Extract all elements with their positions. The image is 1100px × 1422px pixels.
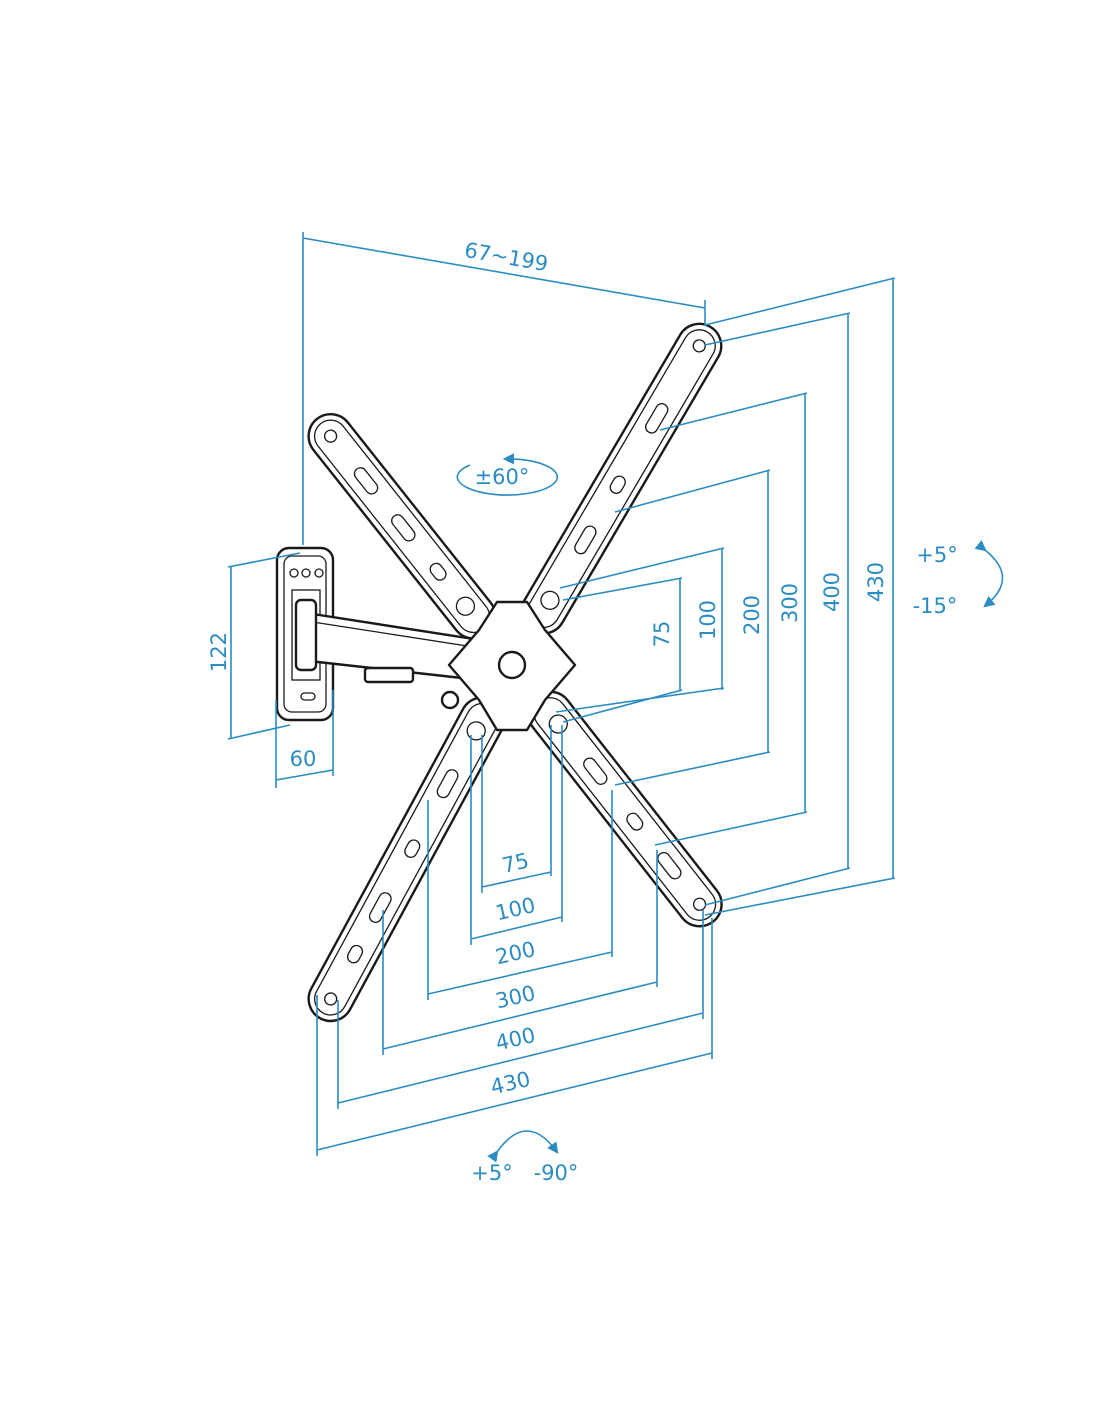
vesa-h-400: 400 (493, 1023, 537, 1055)
vesa-v-100: 100 (696, 600, 720, 640)
vesa-h-100: 100 (493, 893, 537, 925)
rotation-indicator: ±60° (456, 453, 559, 496)
dim-vesa-vertical: 75 100 200 300 400 430 (555, 277, 896, 916)
vesa-bracket (307, 322, 723, 1023)
swivel-right-label: -90° (534, 1161, 579, 1185)
vesa-v-430: 430 (864, 562, 888, 602)
vesa-v-300: 300 (778, 583, 802, 623)
vesa-h-200: 200 (493, 937, 537, 969)
rotation-label: ±60° (475, 465, 530, 489)
arm-extension-label: 67~199 (463, 238, 550, 276)
vesa-h-75: 75 (500, 848, 531, 877)
swing-arm (294, 598, 482, 710)
vesa-h-300: 300 (493, 981, 537, 1013)
arm-upper-right (520, 322, 723, 635)
tilt-down-label: -15° (913, 594, 958, 618)
tilt-up-label: +5° (916, 543, 957, 567)
plate-width-label: 60 (290, 747, 317, 771)
vesa-v-200: 200 (740, 595, 764, 635)
vesa-h-430: 430 (488, 1067, 532, 1099)
tilt-indicator: +5° -15° (913, 540, 1004, 618)
vesa-v-75: 75 (650, 621, 674, 648)
vesa-v-400: 400 (820, 572, 844, 612)
plate-height-label: 122 (207, 632, 231, 672)
swivel-indicator: +5° -90° (471, 1130, 579, 1185)
center-hole (497, 650, 527, 680)
swivel-left-label: +5° (471, 1161, 512, 1185)
dim-wall-plate: 122 60 (207, 552, 334, 788)
